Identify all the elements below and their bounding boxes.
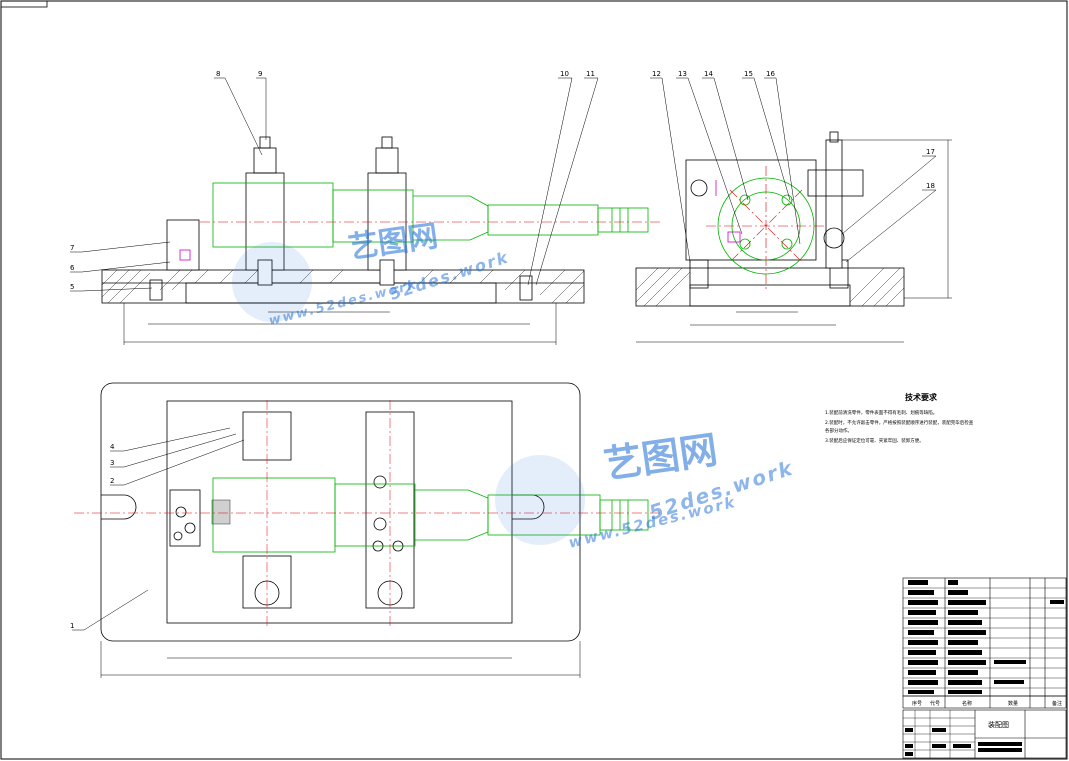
side-view-centerlines <box>706 166 826 290</box>
header-remark: 备注 <box>1052 700 1062 707</box>
title-block-fills <box>905 728 1022 756</box>
callout-11: 11 <box>586 70 595 78</box>
callout-13: 13 <box>678 70 687 78</box>
callout-1: 1 <box>70 622 74 630</box>
title-block <box>902 709 1067 759</box>
technical-note-2: 2.装配时，不允许敲击零件，严格按照装配顺序进行装配，装配完毕后检查 <box>825 419 974 426</box>
side-view-callouts: 12 13 14 15 16 17 18 <box>652 70 935 190</box>
callout-6: 6 <box>70 264 75 272</box>
callout-14: 14 <box>704 70 713 78</box>
callout-2: 2 <box>110 477 114 485</box>
front-view-leaders <box>70 77 599 292</box>
parts-list-entries <box>908 580 1064 694</box>
top-view-leaders <box>72 427 245 631</box>
callout-16: 16 <box>766 70 775 78</box>
callout-7: 7 <box>70 244 74 252</box>
watermark-cn-upper: 艺图网 <box>346 219 440 266</box>
technical-notes-title: 技术要求 <box>905 392 938 402</box>
header-code: 代号 <box>930 700 940 707</box>
callout-3: 3 <box>110 459 114 467</box>
parts-list-header: 序号 代号 名称 数量 备注 <box>912 700 1062 707</box>
callout-18: 18 <box>926 182 935 190</box>
front-view-callouts: 8 9 10 11 7 6 5 <box>70 70 595 291</box>
front-view-workpiece <box>212 182 649 248</box>
title-tab <box>0 0 48 8</box>
technical-note-4: 3.装配后应保证定位可靠、夹紧牢固、装卸方便。 <box>825 437 924 444</box>
callout-8: 8 <box>216 70 220 78</box>
callout-10: 10 <box>560 70 569 78</box>
callout-4: 4 <box>110 443 115 451</box>
top-view-callouts: 4 3 2 1 <box>70 443 115 630</box>
parts-list <box>902 577 1067 709</box>
watermark-globe-icon <box>495 455 585 545</box>
side-view-screw <box>727 231 741 243</box>
watermark-cn-lower: 艺图网 <box>601 427 720 486</box>
drawing-name: 装配图 <box>988 720 1009 729</box>
front-view <box>101 136 585 345</box>
technical-note-3: 各部分动作。 <box>825 427 852 434</box>
side-view <box>635 131 952 343</box>
callout-5: 5 <box>70 283 74 291</box>
technical-note-1: 1.装配前清洗零件，零件表面不得有毛刺、划痕等缺陷。 <box>825 409 937 416</box>
callout-15: 15 <box>744 70 753 78</box>
callout-17: 17 <box>926 148 935 156</box>
header-seq: 序号 <box>912 700 922 707</box>
callout-9: 9 <box>258 70 262 78</box>
top-view-workpiece <box>212 477 649 553</box>
technical-notes: 技术要求 1.装配前清洗零件，零件表面不得有毛刺、划痕等缺陷。 2.装配时，不允… <box>825 392 974 444</box>
front-view-pin <box>179 249 191 261</box>
callout-12: 12 <box>652 70 661 78</box>
side-view-leaders <box>650 77 937 263</box>
header-name: 名称 <box>962 700 972 707</box>
header-qty: 数量 <box>1008 700 1018 707</box>
watermark-globe-icon <box>232 242 312 322</box>
watermark-lower: 艺图网 52des.work www.52des.work <box>495 427 797 552</box>
